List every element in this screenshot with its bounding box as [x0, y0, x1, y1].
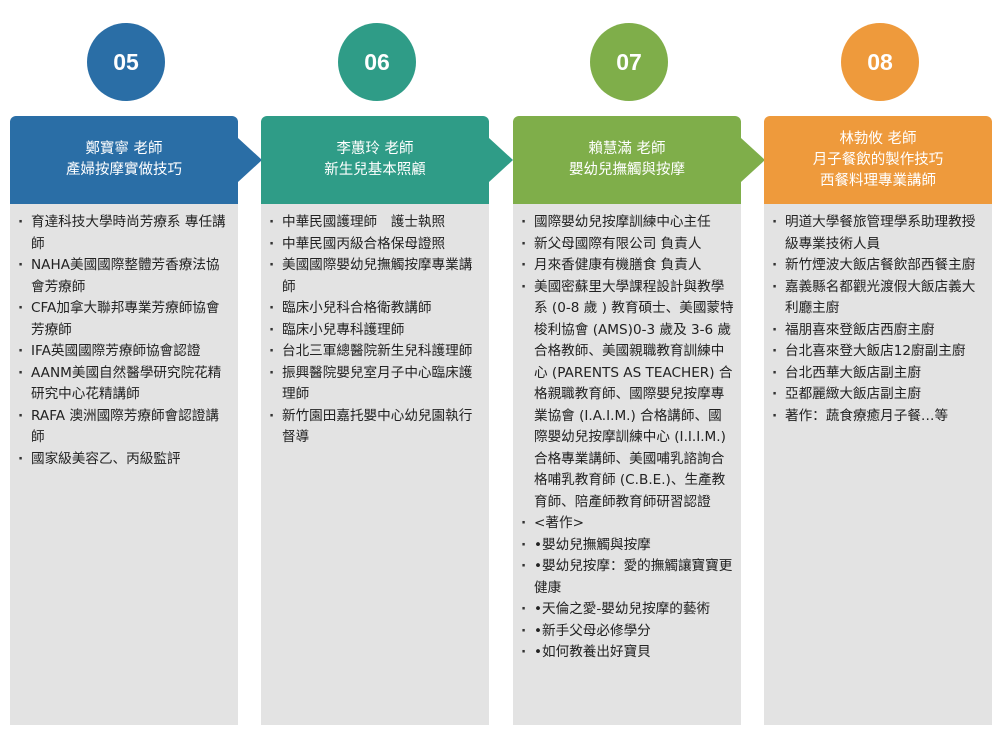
step-number-circle: 07: [590, 23, 668, 101]
step-number-circle: 08: [841, 23, 919, 101]
list-item: <著作>: [521, 513, 735, 535]
list-item: NAHA美國國際整體芳香療法協會芳療師: [18, 255, 232, 298]
list-item: 美國國際嬰幼兒撫觸按摩專業講師: [269, 255, 483, 298]
credentials-panel: 明道大學餐旅管理學系助理教授級專業技術人員 新竹煙波大飯店餐飲部西餐主廚 嘉義縣…: [764, 204, 992, 725]
arrow-right-icon: [489, 138, 513, 182]
list-item: 明道大學餐旅管理學系助理教授級專業技術人員: [772, 212, 986, 255]
arrow-right-icon: [238, 138, 262, 182]
credentials-list: 國際嬰幼兒按摩訓練中心主任 新父母國際有限公司 負責人 月來香健康有機膳食 負責…: [513, 204, 741, 664]
list-item: CFA加拿大聯邦專業芳療師協會芳療師: [18, 298, 232, 341]
speaker-name: 賴慧滿 老師: [588, 141, 666, 157]
speaker-name: 林勃攸 老師: [839, 130, 917, 147]
speaker-header: 林勃攸 老師 月子餐飲的製作技巧 西餐料理專業講師: [764, 116, 992, 204]
speaker-column-07: 07 賴慧滿 老師 嬰幼兒撫觸與按摩 國際嬰幼兒按摩訓練中心主任 新父母國際有限…: [513, 0, 765, 735]
list-item: 嘉義縣名都觀光渡假大飯店義大利廳主廚: [772, 277, 986, 320]
list-item: IFA英國國際芳療師協會認證: [18, 341, 232, 363]
list-item: 育達科技大學時尚芳療系 專任講師: [18, 212, 232, 255]
course-title: 產婦按摩實做技巧: [66, 162, 182, 178]
list-item: •嬰幼兒按摩：愛的撫觸讓寶寶更健康: [521, 556, 735, 599]
list-item: 新竹園田嘉托嬰中心幼兒園執行督導: [269, 406, 483, 449]
list-item: 台北三軍總醫院新生兒科護理師: [269, 341, 483, 363]
list-item: 國家級美容乙、丙級監評: [18, 449, 232, 471]
list-item: RAFA 澳洲國際芳療師會認證講師: [18, 406, 232, 449]
list-item: •新手父母必修學分: [521, 621, 735, 643]
list-item: 台北喜來登大飯店12廚副主廚: [772, 341, 986, 363]
course-title: 月子餐飲的製作技巧: [812, 151, 944, 168]
speaker-column-06: 06 李蕙玲 老師 新生兒基本照顧 中華民國護理師 護士執照 中華民國丙級合格保…: [261, 0, 513, 735]
course-title-secondary: 西餐料理專業講師: [820, 172, 936, 189]
credentials-panel: 國際嬰幼兒按摩訓練中心主任 新父母國際有限公司 負責人 月來香健康有機膳食 負責…: [513, 204, 741, 725]
list-item: 國際嬰幼兒按摩訓練中心主任: [521, 212, 735, 234]
credentials-list: 中華民國護理師 護士執照 中華民國丙級合格保母證照 美國國際嬰幼兒撫觸按摩專業講…: [261, 204, 489, 449]
list-item: 福朋喜來登飯店西廚主廚: [772, 320, 986, 342]
speaker-column-08: 08 林勃攸 老師 月子餐飲的製作技巧 西餐料理專業講師 明道大學餐旅管理學系助…: [764, 0, 992, 735]
list-item: 振興醫院嬰兒室月子中心臨床護理師: [269, 363, 483, 406]
list-item: 臨床小兒科合格衛教講師: [269, 298, 483, 320]
credentials-list: 明道大學餐旅管理學系助理教授級專業技術人員 新竹煙波大飯店餐飲部西餐主廚 嘉義縣…: [764, 204, 992, 427]
speaker-column-05: 05 鄭寶寧 老師 產婦按摩實做技巧 育達科技大學時尚芳療系 專任講師 NAHA…: [10, 0, 262, 735]
step-number-circle: 06: [338, 23, 416, 101]
speaker-header: 鄭寶寧 老師 產婦按摩實做技巧: [10, 116, 238, 204]
list-item: 新父母國際有限公司 負責人: [521, 234, 735, 256]
credentials-list: 育達科技大學時尚芳療系 專任講師 NAHA美國國際整體芳香療法協會芳療師 CFA…: [10, 204, 238, 470]
course-title: 新生兒基本照顧: [324, 162, 426, 178]
list-item: 美國密蘇里大學課程設計與教學系 (0-8 歲 ) 教育碩士、美國蒙特梭利協會 (…: [521, 277, 735, 514]
list-item: AANM美國自然醫學研究院花精研究中心花精講師: [18, 363, 232, 406]
step-number-circle: 05: [87, 23, 165, 101]
credentials-panel: 育達科技大學時尚芳療系 專任講師 NAHA美國國際整體芳香療法協會芳療師 CFA…: [10, 204, 238, 725]
speaker-header: 賴慧滿 老師 嬰幼兒撫觸與按摩: [513, 116, 741, 204]
list-item: 月來香健康有機膳食 負責人: [521, 255, 735, 277]
list-item: •天倫之愛-嬰幼兒按摩的藝術: [521, 599, 735, 621]
list-item: •嬰幼兒撫觸與按摩: [521, 535, 735, 557]
credentials-panel: 中華民國護理師 護士執照 中華民國丙級合格保母證照 美國國際嬰幼兒撫觸按摩專業講…: [261, 204, 489, 725]
speaker-header: 李蕙玲 老師 新生兒基本照顧: [261, 116, 489, 204]
list-item: 著作：蔬食療癒月子餐…等: [772, 406, 986, 428]
arrow-right-icon: [741, 138, 765, 182]
speaker-name: 李蕙玲 老師: [336, 141, 414, 157]
list-item: 臨床小兒專科護理師: [269, 320, 483, 342]
list-item: 中華民國護理師 護士執照: [269, 212, 483, 234]
speaker-name: 鄭寶寧 老師: [85, 141, 163, 157]
list-item: 台北西華大飯店副主廚: [772, 363, 986, 385]
course-title: 嬰幼兒撫觸與按摩: [569, 162, 685, 178]
list-item: 亞都麗緻大飯店副主廚: [772, 384, 986, 406]
list-item: 中華民國丙級合格保母證照: [269, 234, 483, 256]
list-item: 新竹煙波大飯店餐飲部西餐主廚: [772, 255, 986, 277]
list-item: •如何教養出好寶貝: [521, 642, 735, 664]
